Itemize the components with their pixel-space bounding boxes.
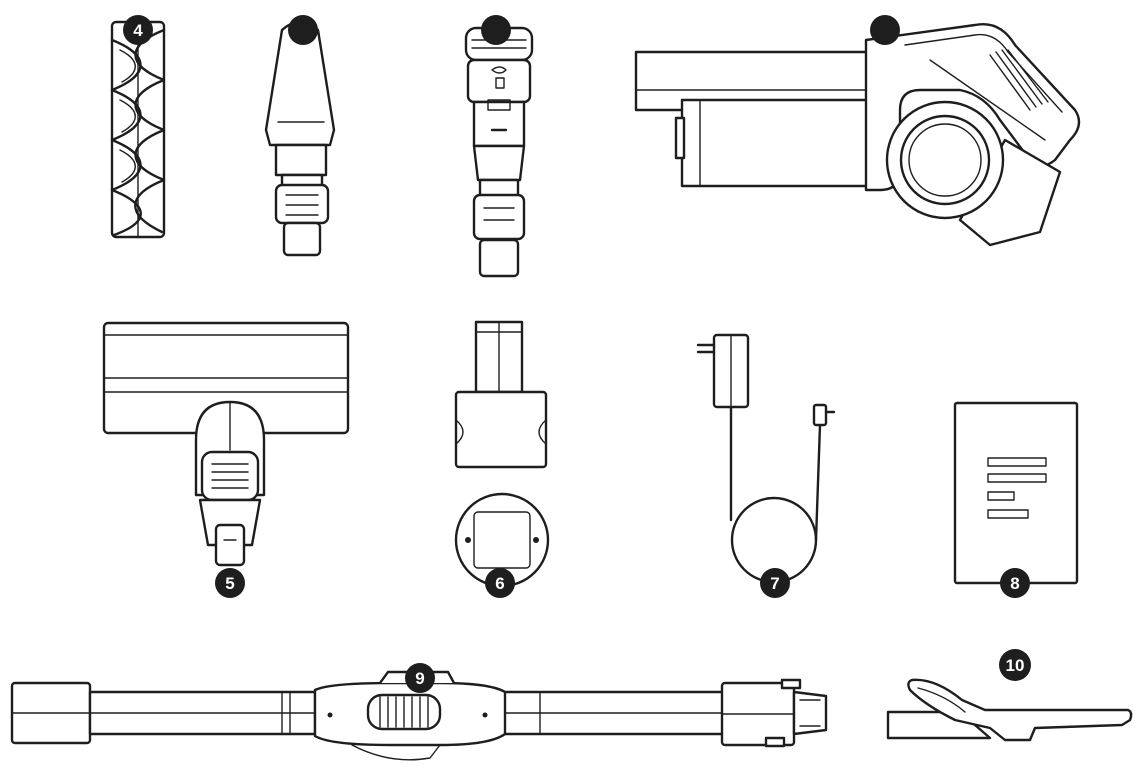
badge-5: 5 [215, 568, 245, 598]
floor-head-icon [102, 321, 350, 567]
extension-tube-icon [10, 670, 828, 761]
badge-3 [481, 15, 511, 45]
dusting-brush-icon [464, 26, 534, 278]
badge-9-label: 9 [415, 669, 424, 688]
cleaning-tool-icon [886, 678, 1133, 742]
charger-adapter-icon [696, 333, 836, 584]
badge-7-label: 7 [770, 574, 779, 593]
badge-9: 9 [405, 663, 435, 693]
badge-5-label: 5 [225, 574, 234, 593]
badge-8: 8 [1000, 568, 1030, 598]
wall-mount-icon [454, 320, 550, 588]
handheld-vacuum-icon [634, 23, 1081, 247]
crevice-tool-icon [264, 20, 336, 257]
badge-1 [870, 15, 900, 45]
badge-2 [288, 15, 318, 45]
roller-brush-icon [110, 20, 166, 239]
user-manual-icon [953, 401, 1079, 585]
badge-4: 4 [123, 15, 153, 45]
badge-4-label: 4 [133, 21, 143, 40]
badge-7: 7 [760, 568, 790, 598]
badge-10-label: 10 [1006, 656, 1025, 675]
badge-10: 10 [999, 649, 1031, 681]
badge-8-label: 8 [1010, 574, 1019, 593]
badge-6: 6 [485, 568, 515, 598]
badge-6-label: 6 [495, 574, 504, 593]
